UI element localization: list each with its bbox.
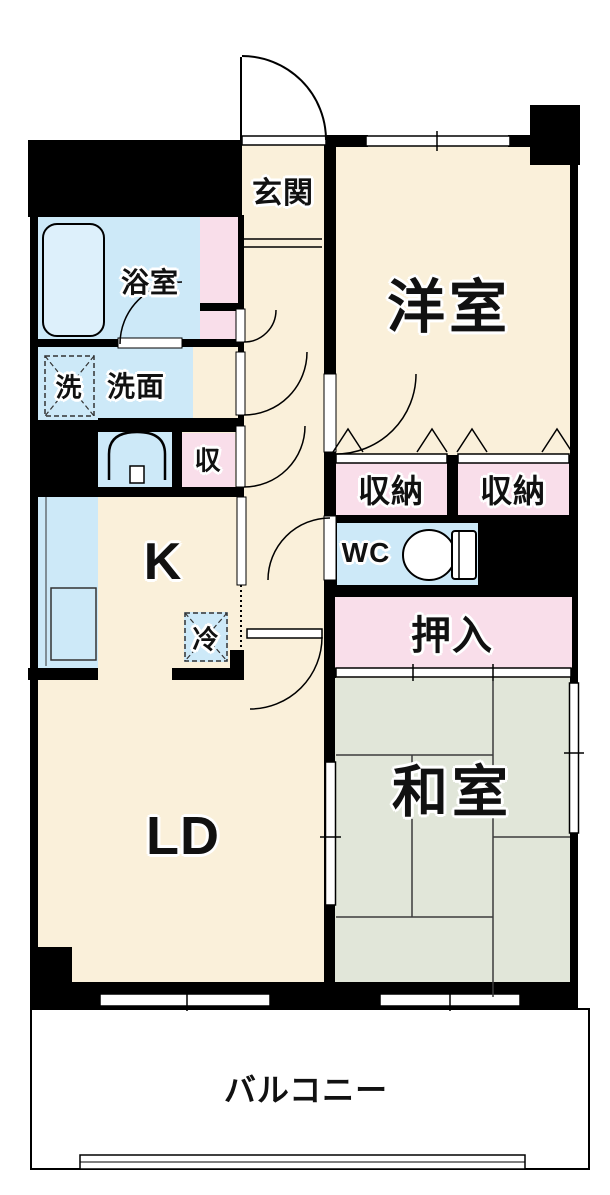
folding-door-icon xyxy=(332,427,364,453)
door-arc xyxy=(119,281,183,345)
washbasin-icon xyxy=(129,465,145,484)
entrance-sill xyxy=(241,135,327,146)
door-arc xyxy=(243,351,308,416)
wall-segment xyxy=(200,339,238,347)
fridge-icon xyxy=(184,612,228,662)
folding-door-icon xyxy=(456,427,488,453)
door-leaf xyxy=(246,628,323,639)
window xyxy=(324,761,337,906)
room-label-senmen: 洗面 xyxy=(106,371,166,402)
washing-machine-icon xyxy=(44,355,95,417)
window xyxy=(365,135,511,147)
wall-segment xyxy=(30,215,38,420)
wall-segment xyxy=(325,135,368,147)
kitchen-sink-icon xyxy=(50,587,97,661)
room-shu-floor xyxy=(182,433,235,487)
door-opening xyxy=(323,373,337,453)
wall-segment xyxy=(508,135,532,147)
wall-segment xyxy=(172,668,243,680)
folding-door-icon xyxy=(416,427,448,453)
door-opening xyxy=(235,308,246,343)
balcony-area xyxy=(30,1008,590,1170)
door-arc xyxy=(335,373,417,455)
washbasin-icon xyxy=(107,430,167,480)
wall-segment xyxy=(570,165,578,683)
room-senmen-floor xyxy=(38,347,193,420)
kitchen-counter xyxy=(38,495,98,678)
room-label-wc: WC xyxy=(341,537,391,568)
door-arc xyxy=(243,425,306,488)
tatami-lines xyxy=(336,681,570,997)
wall-segment xyxy=(172,424,182,487)
door-arc xyxy=(267,517,331,581)
door-arc xyxy=(243,309,277,343)
room-label-shuno1: 収納 xyxy=(357,473,425,509)
door-opening xyxy=(235,351,246,416)
window xyxy=(99,993,271,1007)
room-label-genkan: 玄関 xyxy=(252,177,314,210)
room-shuno2-floor xyxy=(458,463,569,515)
room-label-oshiire: 押入 xyxy=(411,614,493,658)
toilet-icon xyxy=(402,529,456,581)
door-arc xyxy=(241,55,327,141)
toilet-icon xyxy=(451,530,477,580)
wall-segment xyxy=(37,487,243,497)
door-arc xyxy=(249,636,323,710)
wall-segment xyxy=(200,303,238,311)
pink-strip-lower xyxy=(200,311,238,339)
wall-segment xyxy=(28,668,98,680)
window xyxy=(568,682,580,834)
room-label-fridge: 冷 xyxy=(192,624,220,655)
wall-segment xyxy=(570,833,578,955)
wall-segment xyxy=(28,140,242,217)
wall-segment xyxy=(30,420,98,497)
room-washitsu-floor xyxy=(335,678,570,982)
door-opening xyxy=(117,337,183,349)
closet-sill xyxy=(457,453,570,464)
bathtub-icon xyxy=(42,223,105,337)
room-label-bathroom: 浴室 xyxy=(120,267,180,298)
wall-segment xyxy=(30,678,38,949)
room-oshiire-floor xyxy=(335,597,572,668)
wall-segment xyxy=(530,105,580,165)
wall-segment xyxy=(98,418,243,432)
sliding-door-sill xyxy=(335,667,572,678)
pink-strip-upper xyxy=(200,215,238,303)
room-label-laundry: 洗 xyxy=(55,372,83,403)
folding-door-icon xyxy=(541,427,573,453)
washing-machine-icon xyxy=(44,355,95,417)
door-opening xyxy=(235,425,246,488)
room-label-washitsu: 和室 xyxy=(392,760,512,824)
room-label-shu: 収 xyxy=(194,445,222,476)
room-label-kitchen: K xyxy=(143,533,183,591)
door-opening xyxy=(323,515,337,581)
room-label-balcony: バルコニー xyxy=(223,1072,389,1108)
closet-door xyxy=(236,496,247,586)
room-shuno1-floor xyxy=(336,463,447,515)
room-label-yoshitsu: 洋室 xyxy=(386,275,512,340)
fridge-icon xyxy=(184,612,228,662)
room-label-ld: LD xyxy=(146,806,220,866)
wall-segment xyxy=(30,497,38,678)
closet-sill xyxy=(335,453,448,464)
room-label-shuno2: 収納 xyxy=(479,473,547,509)
